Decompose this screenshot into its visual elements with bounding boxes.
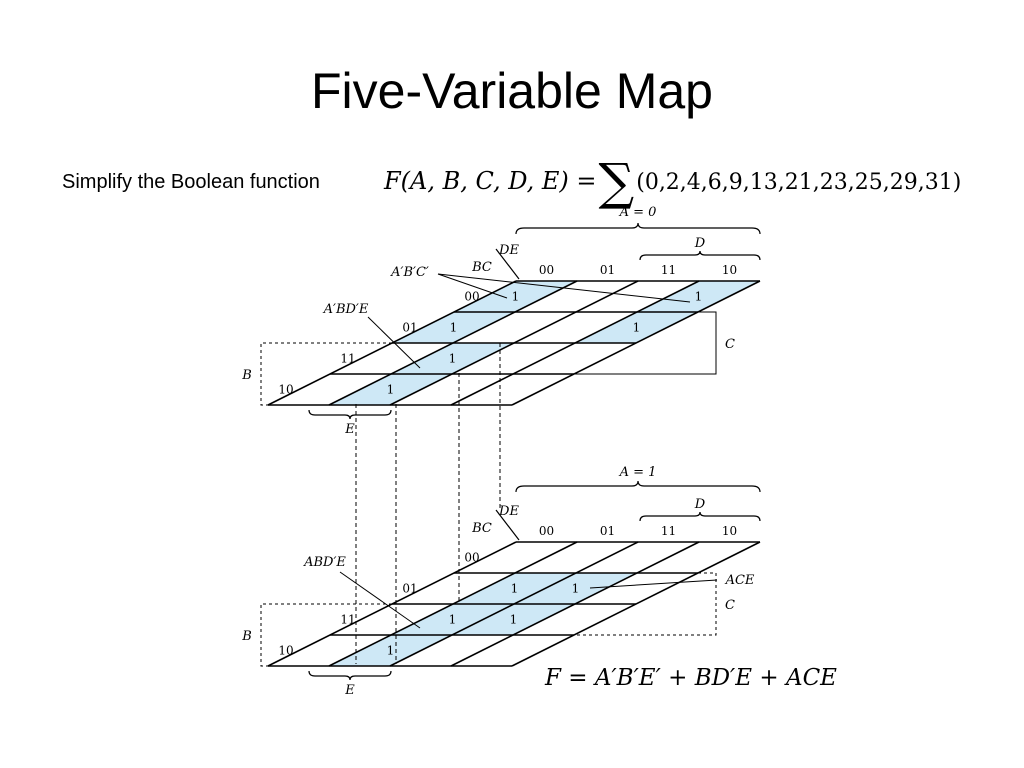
map0-b-bracket	[260, 342, 392, 406]
map1-d-brace	[639, 511, 761, 522]
map0-row-header: 10	[278, 383, 293, 397]
map0-row-header: 00	[464, 290, 479, 304]
map1-row-header: 11	[340, 613, 355, 627]
map0-cell-value: 1	[450, 321, 458, 335]
map0-col-line	[328, 280, 578, 406]
map0-d-label: D	[694, 236, 706, 251]
boolean-function: F(A, B, C, D, E) =∑(0,2,4,6,9,13,21,23,2…	[384, 153, 961, 211]
map1-col-header: 01	[600, 524, 615, 538]
map1-shaded-cell	[391, 604, 514, 635]
map0-cell-value: 1	[633, 321, 641, 335]
map1-col-line	[511, 541, 761, 667]
prompt-text: Simplify the Boolean function	[62, 171, 320, 193]
map1-col-header: 00	[539, 524, 554, 538]
map0-cell-value: 1	[387, 383, 395, 397]
map1-col-header: 10	[722, 524, 737, 538]
slide-title: Five-Variable Map	[310, 63, 713, 119]
map1-cell-value: 1	[511, 582, 519, 596]
simplified-result: F = A′B′E′ + BD′E + ACE	[545, 665, 837, 691]
map0-a-label: A = 0	[619, 205, 657, 220]
map0-col-header: 01	[600, 263, 615, 277]
sigma-symbol: ∑	[598, 153, 635, 211]
map1-col-line	[328, 541, 578, 667]
map1-cell-value: 1	[387, 644, 395, 658]
map0-bc-label: BC	[471, 260, 492, 275]
map1-bc-label: BC	[471, 521, 492, 536]
function-lhs: F(A, B, C, D, E) =	[384, 167, 597, 195]
map1-a-brace	[515, 480, 761, 493]
term-leader-line	[437, 273, 691, 303]
map0-e-brace	[308, 409, 392, 420]
map1-shaded-cell	[452, 604, 575, 635]
map1-de-label: DE	[498, 504, 519, 519]
map0-col-line	[450, 280, 700, 406]
map1-c-label: C	[725, 598, 735, 613]
map1-cell-value: 1	[449, 613, 457, 627]
map0-shaded-cell	[454, 281, 577, 312]
term-leader-line	[589, 579, 718, 589]
map0-col-header: 11	[661, 263, 676, 277]
map0-a-brace	[515, 222, 761, 235]
map0-col-header: 10	[722, 263, 737, 277]
map1-c-bracket	[574, 572, 717, 636]
map0-shaded-cell	[329, 374, 452, 405]
map0-col-line	[511, 280, 761, 406]
map0-col-header: 00	[539, 263, 554, 277]
term-label-aprime-b-dprime-e: A′BD′E	[323, 302, 369, 317]
map0-cell-value: 1	[449, 352, 457, 366]
map1-d-label: D	[694, 497, 706, 512]
map1-col-line	[389, 541, 639, 667]
map0-c-bracket	[574, 311, 717, 375]
map0-de-label: DE	[498, 243, 519, 258]
map0-b-label: B	[241, 368, 252, 383]
map0-e-label: E	[344, 422, 355, 437]
map0-shaded-cell	[392, 312, 515, 343]
map1-e-label: E	[344, 683, 355, 698]
map1-col-header: 11	[661, 524, 676, 538]
map1-b-bracket	[260, 603, 392, 667]
term-label-aprime-bprime-cprime: A′B′C′	[390, 265, 429, 280]
term-leader-line	[339, 571, 421, 629]
map1-b-label: B	[241, 629, 252, 644]
map0-shaded-cell	[391, 343, 514, 374]
term-leader-line	[367, 316, 421, 369]
map0-col-line	[389, 280, 639, 406]
map1-shaded-cell	[514, 573, 637, 604]
term-label-a-b-dprime-e: ABD′E	[303, 555, 346, 570]
map1-row-header: 00	[464, 551, 479, 565]
map1-corner-line	[495, 509, 520, 541]
map0-shaded-cell	[637, 281, 760, 312]
map1-e-brace	[308, 670, 392, 681]
term-label-a-c-e: ACE	[725, 573, 755, 588]
map0-c-label: C	[725, 337, 735, 352]
map1-a-label: A = 1	[619, 465, 657, 480]
map0-row-header: 01	[402, 321, 417, 335]
map0-cell-value: 1	[695, 290, 703, 304]
map0-shaded-cell	[575, 312, 698, 343]
map1-cell-value: 1	[510, 613, 518, 627]
term-leader-line	[437, 273, 508, 299]
map0-cell-value: 1	[512, 290, 520, 304]
map1-cell-value: 1	[572, 582, 580, 596]
map0-row-header: 11	[340, 352, 355, 366]
map0-corner-line	[495, 248, 520, 280]
map1-row-header: 10	[278, 644, 293, 658]
map1-shaded-cell	[453, 573, 576, 604]
map1-shaded-cell	[329, 635, 452, 666]
minterm-list: (0,2,4,6,9,13,21,23,25,29,31)	[636, 170, 962, 195]
map0-d-brace	[639, 250, 761, 261]
map1-row-header: 01	[402, 582, 417, 596]
map1-col-line	[450, 541, 700, 667]
